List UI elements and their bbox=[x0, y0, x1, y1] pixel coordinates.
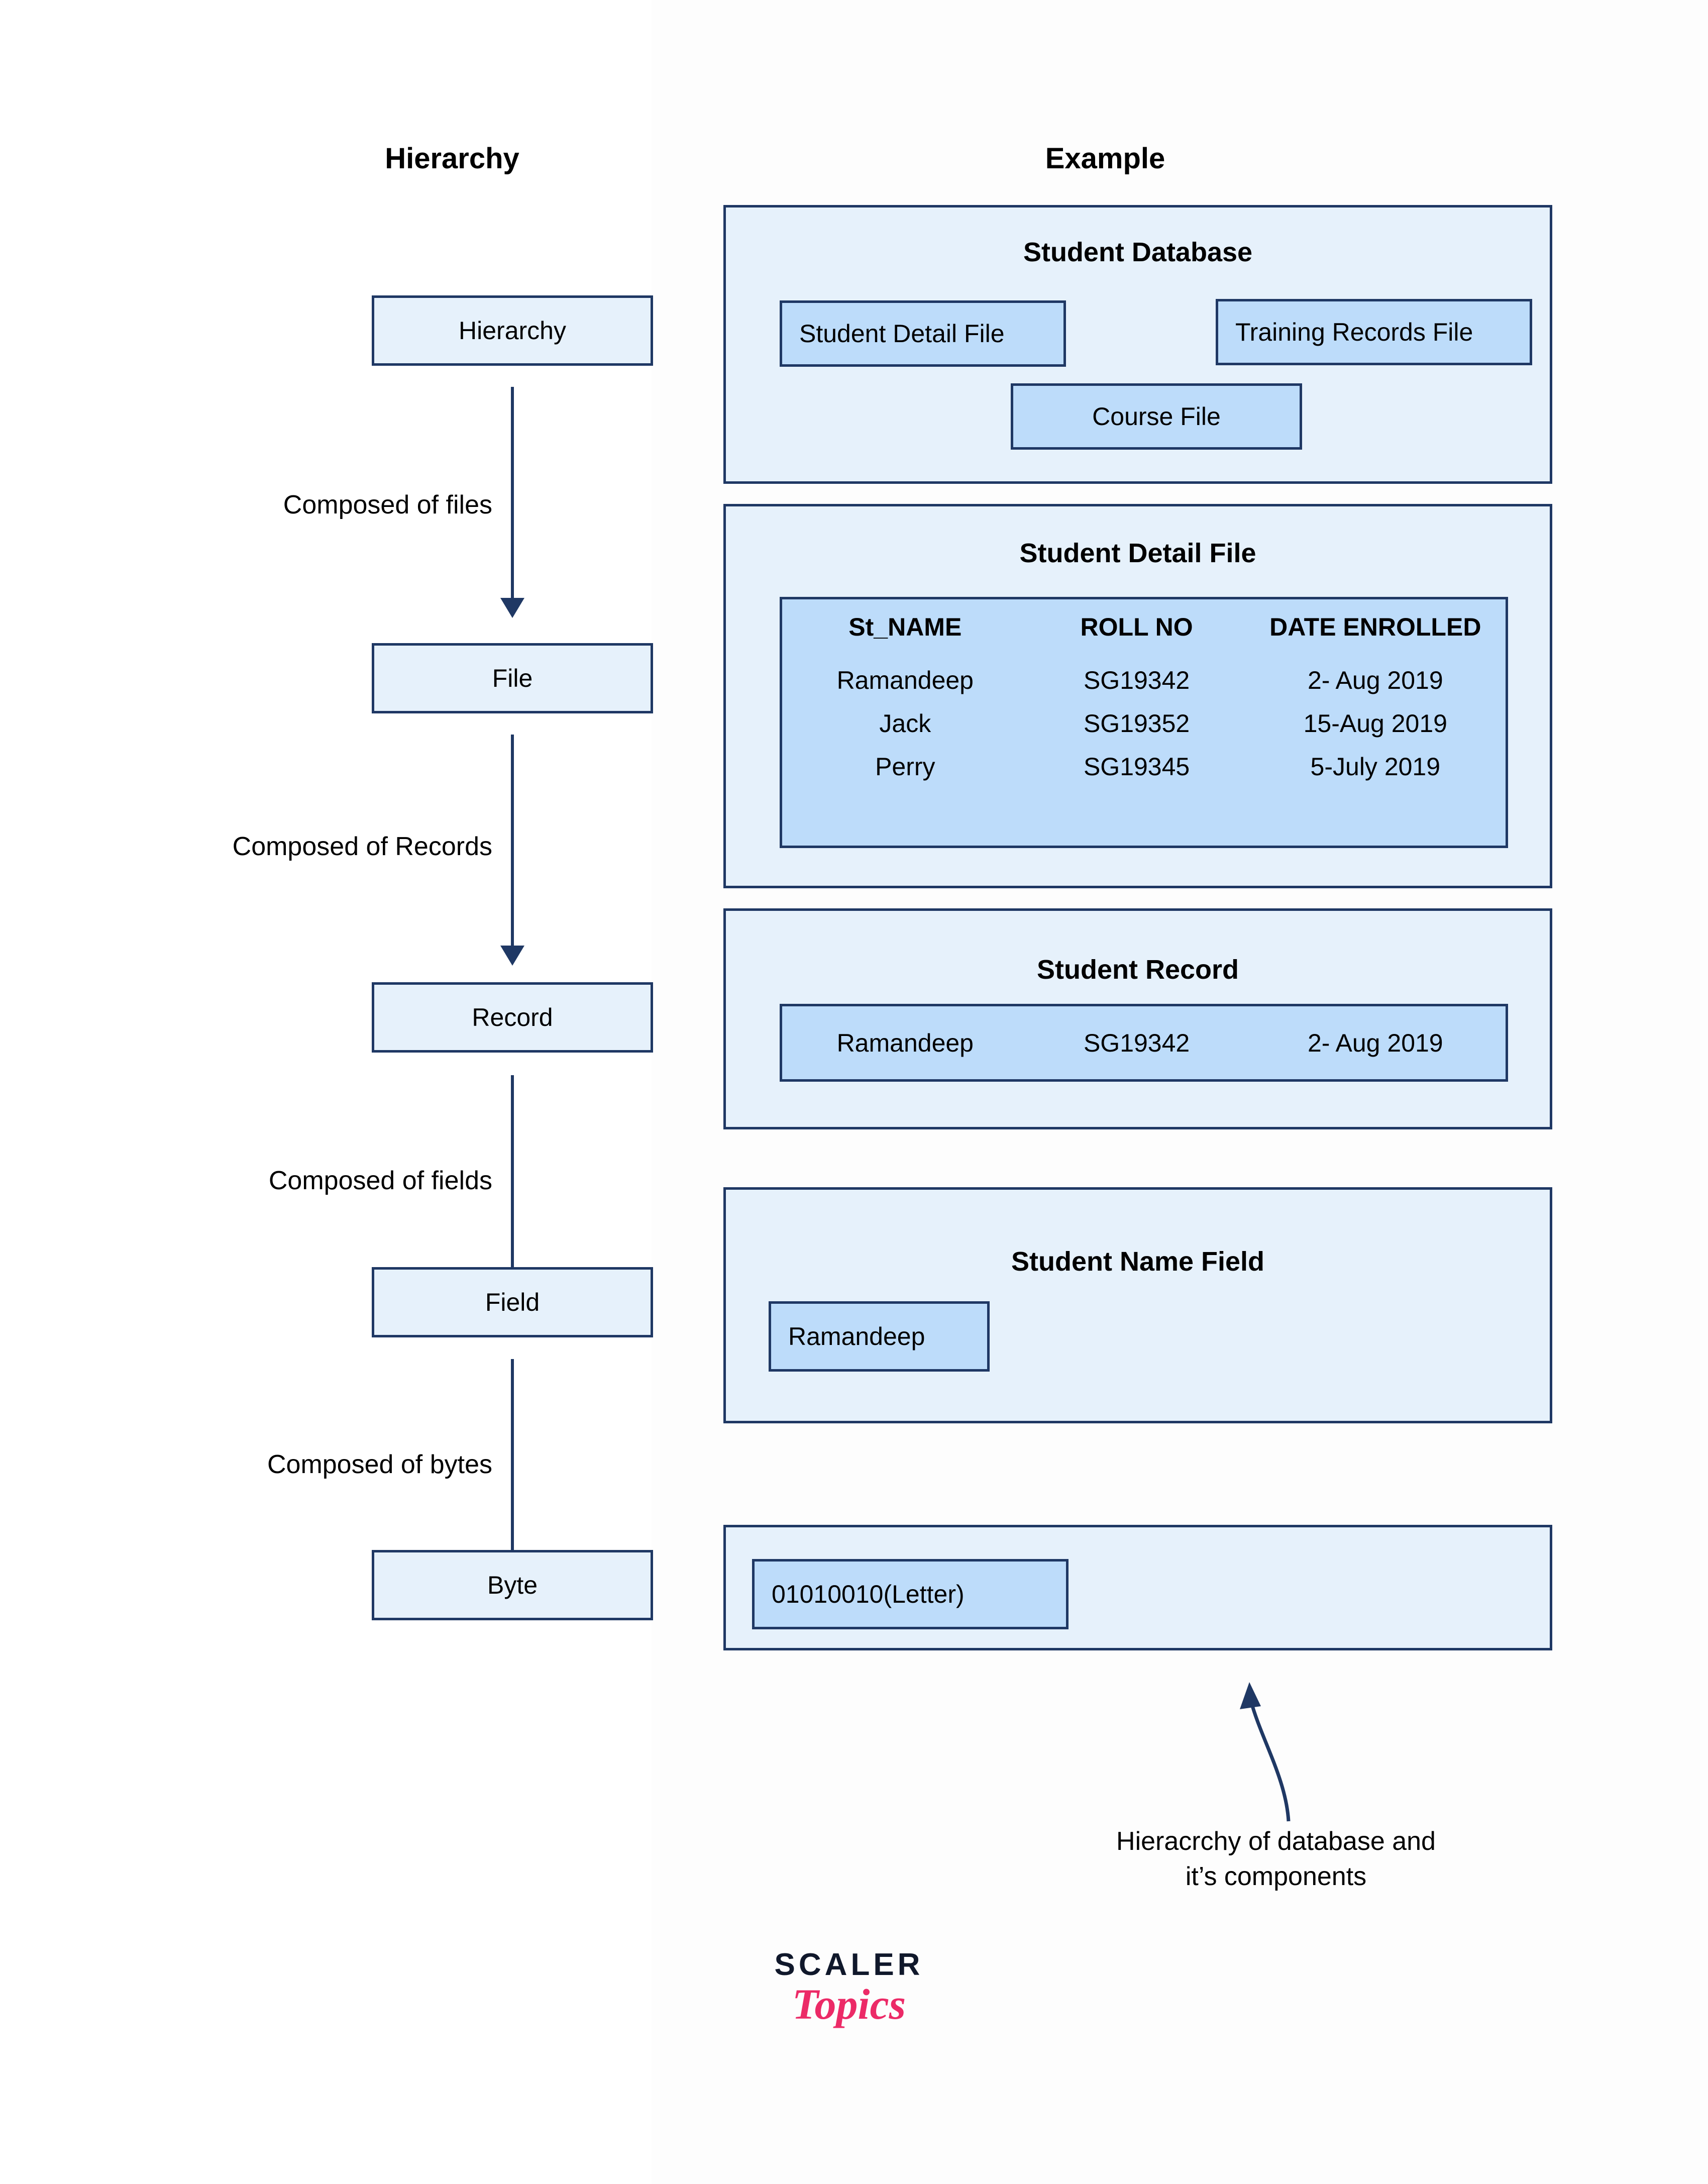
curved-callout-arrow bbox=[1240, 1682, 1291, 1822]
panel-title: Student Detail File bbox=[1019, 538, 1256, 568]
column-header-example: Example bbox=[1045, 142, 1165, 175]
chip-label: Course File bbox=[1092, 402, 1221, 431]
cell-roll: SG19342 bbox=[1083, 666, 1190, 694]
column-header-roll-no: ROLL NO bbox=[1080, 613, 1193, 641]
chip-training-records-file[interactable]: Training Records File bbox=[1216, 299, 1532, 365]
diagram-caption: Hieracrchy of database and it’s componen… bbox=[1050, 1824, 1502, 1894]
column-header-date-enrolled: DATE ENROLLED bbox=[1269, 613, 1481, 641]
hierarchy-node-label: Hierarchy bbox=[459, 317, 566, 345]
hierarchy-node-field[interactable]: Field bbox=[372, 1267, 653, 1337]
hierarchy-node-record[interactable]: Record bbox=[372, 982, 653, 1053]
record-field-roll: SG19342 bbox=[1083, 1028, 1190, 1057]
panel-student-name-field[interactable]: Student Name Field Ramandeep bbox=[723, 1187, 1552, 1423]
cell-date: 5-July 2019 bbox=[1310, 753, 1441, 781]
table-header-row: St_NAME ROLL NO DATE ENROLLED bbox=[782, 599, 1506, 659]
panel-title: Student Database bbox=[1023, 237, 1253, 267]
arrow-label-composed-of-records: Composed of Records bbox=[232, 832, 492, 861]
table-row[interactable]: Ramandeep SG19342 2- Aug 2019 bbox=[782, 659, 1506, 702]
cell-date: 15-Aug 2019 bbox=[1303, 709, 1447, 738]
hierarchy-node-label: File bbox=[492, 664, 533, 692]
student-record-row[interactable]: Ramandeep SG19342 2- Aug 2019 bbox=[780, 1004, 1508, 1082]
record-field-date: 2- Aug 2019 bbox=[1307, 1028, 1443, 1057]
arrow-label-composed-of-bytes: Composed of bytes bbox=[267, 1450, 492, 1479]
chip-course-file[interactable]: Course File bbox=[1011, 383, 1302, 450]
logo-secondary-text: Topics bbox=[792, 1980, 906, 2028]
column-header-hierarchy: Hierarchy bbox=[385, 142, 519, 175]
student-detail-table[interactable]: St_NAME ROLL NO DATE ENROLLED Ramandeep … bbox=[780, 597, 1508, 848]
panel-student-record[interactable]: Student Record Ramandeep SG19342 2- Aug … bbox=[723, 908, 1552, 1129]
panel-student-database[interactable]: Student Database Student Detail File Tra… bbox=[723, 205, 1552, 484]
chip-field-value[interactable]: Ramandeep bbox=[769, 1301, 990, 1372]
hierarchy-node-label: Field bbox=[485, 1288, 540, 1316]
arrow-label-composed-of-fields: Composed of fields bbox=[268, 1166, 492, 1195]
chip-student-detail-file[interactable]: Student Detail File bbox=[780, 300, 1066, 367]
table-row[interactable]: Perry SG19345 5-July 2019 bbox=[782, 745, 1506, 788]
caption-line-2: it’s components bbox=[1185, 1862, 1367, 1892]
hierarchy-node-label: Record bbox=[472, 1003, 553, 1031]
cell-name: Jack bbox=[879, 709, 931, 738]
cell-name: Ramandeep bbox=[836, 666, 974, 694]
chip-label: 01010010(Letter) bbox=[772, 1580, 965, 1608]
hierarchy-node-byte[interactable]: Byte bbox=[372, 1550, 653, 1620]
arrow-label-composed-of-files: Composed of files bbox=[283, 490, 492, 519]
chip-byte-value[interactable]: 01010010(Letter) bbox=[752, 1559, 1069, 1629]
chip-label: Ramandeep bbox=[788, 1322, 925, 1350]
panel-title: Student Name Field bbox=[1011, 1246, 1265, 1277]
cell-roll: SG19345 bbox=[1083, 753, 1190, 781]
cell-date: 2- Aug 2019 bbox=[1307, 666, 1443, 694]
table: St_NAME ROLL NO DATE ENROLLED Ramandeep … bbox=[782, 599, 1506, 788]
hierarchy-node-label: Byte bbox=[487, 1571, 538, 1599]
column-header-st-name: St_NAME bbox=[848, 613, 962, 641]
cell-roll: SG19352 bbox=[1083, 709, 1190, 738]
chip-label: Training Records File bbox=[1235, 318, 1473, 346]
logo-primary-text: SCALER bbox=[774, 1947, 924, 1982]
panel-title: Student Record bbox=[1036, 955, 1239, 985]
record-field-name: Ramandeep bbox=[836, 1028, 974, 1057]
table-row[interactable]: Jack SG19352 15-Aug 2019 bbox=[782, 702, 1506, 745]
panel-byte[interactable]: 01010010(Letter) bbox=[723, 1525, 1552, 1650]
panel-student-detail-file[interactable]: Student Detail File St_NAME ROLL NO DATE… bbox=[723, 504, 1552, 888]
caption-line-1: Hieracrchy of database and bbox=[1116, 1827, 1436, 1856]
cell-name: Perry bbox=[875, 753, 935, 781]
hierarchy-node-file[interactable]: File bbox=[372, 643, 653, 713]
chip-label: Student Detail File bbox=[799, 320, 1005, 348]
scaler-topics-logo: SCALER Topics bbox=[743, 1949, 954, 2026]
hierarchy-node-hierarchy[interactable]: Hierarchy bbox=[372, 295, 653, 366]
